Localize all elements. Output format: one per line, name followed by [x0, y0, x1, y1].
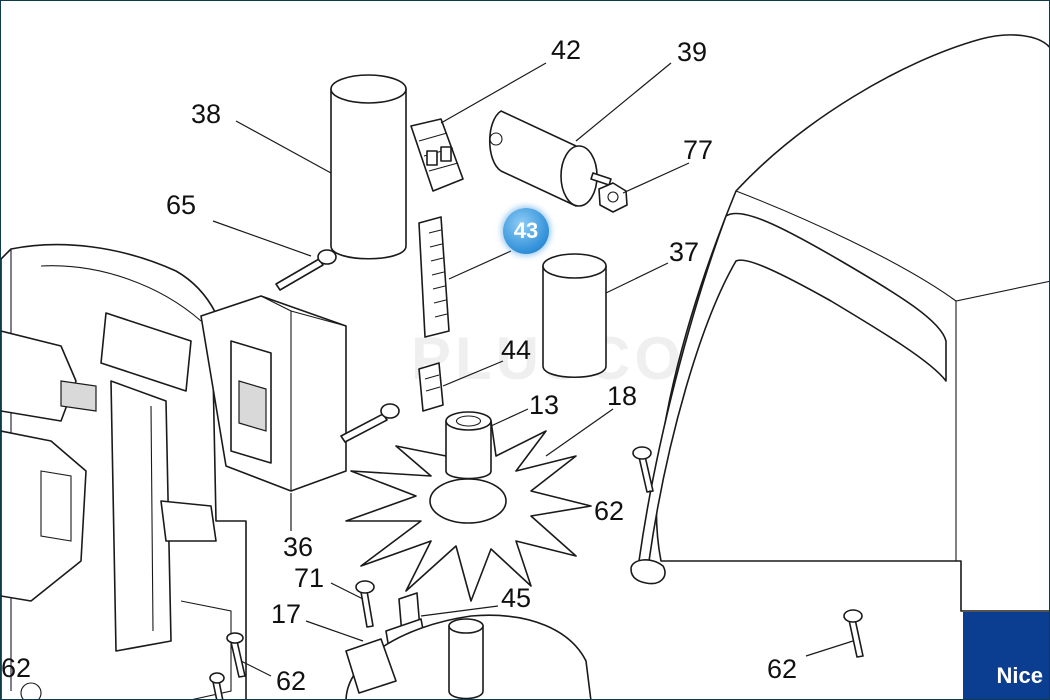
label-62-bottom-left: 62 — [1, 653, 31, 683]
leader-lines — [212, 62, 854, 677]
label-45: 45 — [501, 583, 531, 613]
capacitor-38 — [330, 74, 407, 260]
label-17: 17 — [271, 599, 301, 629]
label-13: 13 — [529, 390, 559, 420]
label-62-right: 62 — [594, 496, 624, 526]
base-frame — [1, 243, 247, 699]
label-62-lower-right: 62 — [767, 654, 797, 684]
screw-71 — [355, 580, 375, 628]
label-65: 65 — [166, 190, 196, 220]
label-38: 38 — [191, 99, 221, 129]
label-77: 77 — [683, 135, 713, 165]
label-36: 36 — [283, 532, 313, 562]
nut-77 — [598, 182, 628, 213]
connector-strip — [418, 216, 450, 338]
label-71: 71 — [294, 563, 324, 593]
terminal-block — [410, 118, 464, 192]
screw-62-bottom — [226, 632, 246, 678]
label-44: 44 — [501, 335, 531, 365]
housing-cover — [630, 34, 1049, 612]
screw-62-bottom-left — [209, 672, 225, 699]
label-39: 39 — [677, 37, 707, 67]
capacitor-37 — [542, 253, 607, 379]
label-62-bottom: 62 — [276, 666, 306, 696]
label-18: 18 — [607, 381, 637, 411]
screw-62-lower-right — [843, 609, 864, 658]
cooling-fan — [345, 411, 592, 602]
transformer-screw — [340, 403, 400, 443]
small-connector — [418, 362, 444, 412]
small-motor — [489, 110, 612, 207]
screw-62-right — [632, 446, 654, 493]
label-37: 37 — [669, 237, 699, 267]
transformer — [200, 295, 347, 492]
motor-housing — [345, 614, 592, 699]
highlighted-part-43-badge[interactable]: 43 — [503, 208, 549, 254]
nice-brand-logo: Nice — [963, 612, 1049, 699]
screw-65 — [275, 249, 337, 291]
label-42: 42 — [551, 35, 581, 65]
